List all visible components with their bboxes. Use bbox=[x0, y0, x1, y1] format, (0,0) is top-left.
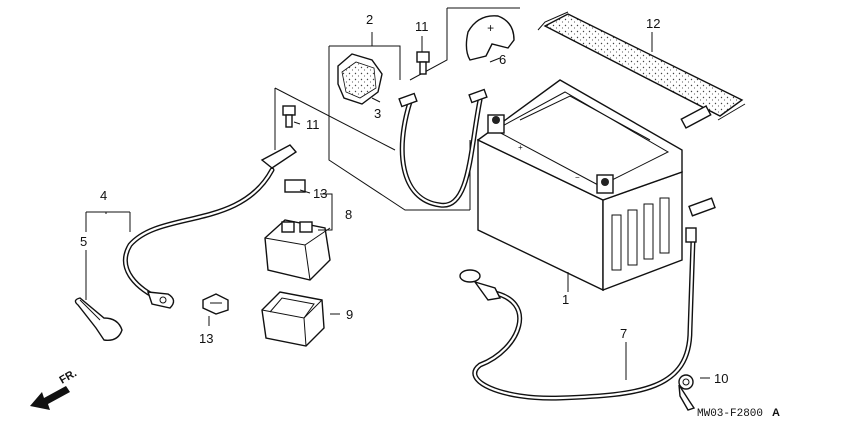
cable-clamp bbox=[678, 374, 696, 411]
callout-10: 10 bbox=[714, 371, 728, 386]
callout-2: 2 bbox=[366, 12, 373, 27]
fuse-lower bbox=[202, 293, 229, 315]
leader-lines bbox=[85, 32, 710, 380]
callout-3: 3 bbox=[374, 106, 381, 121]
callout-13-upper: 13 bbox=[313, 186, 327, 201]
positive-cable bbox=[398, 88, 488, 208]
battery: + − bbox=[476, 79, 683, 292]
callout-9: 9 bbox=[346, 307, 353, 322]
callout-8: 8 bbox=[345, 207, 352, 222]
front-direction-arrow bbox=[30, 386, 70, 410]
negative-cable bbox=[459, 197, 716, 401]
battery-band bbox=[537, 11, 746, 129]
starter-cable bbox=[122, 144, 298, 309]
svg-text:−: − bbox=[575, 174, 580, 183]
callout-12: 12 bbox=[646, 16, 660, 31]
svg-text:+: + bbox=[518, 144, 523, 153]
callout-5: 5 bbox=[80, 234, 87, 249]
callout-1: 1 bbox=[562, 292, 569, 307]
diagram-code: MW03-F2800 bbox=[697, 408, 763, 420]
callout-4: 4 bbox=[100, 188, 107, 203]
relay-cover bbox=[261, 291, 325, 347]
callout-7: 7 bbox=[620, 326, 627, 341]
starter-relay bbox=[264, 179, 331, 281]
diagram-code-suffix: A bbox=[772, 407, 780, 419]
svg-text:+: + bbox=[487, 22, 494, 36]
rubber-boot bbox=[74, 297, 123, 341]
front-direction-label: FR. bbox=[58, 367, 79, 386]
callout-6: 6 bbox=[499, 52, 506, 67]
bolt-upper bbox=[416, 51, 430, 75]
terminal-cover-3 bbox=[337, 53, 383, 105]
bolt-left bbox=[282, 105, 296, 128]
callout-11-left: 11 bbox=[306, 117, 320, 132]
callout-11-upper: 11 bbox=[415, 19, 429, 34]
callout-13-lower: 13 bbox=[199, 331, 213, 346]
terminal-cover-6: + bbox=[465, 15, 515, 61]
bracket-lines bbox=[274, 7, 520, 211]
